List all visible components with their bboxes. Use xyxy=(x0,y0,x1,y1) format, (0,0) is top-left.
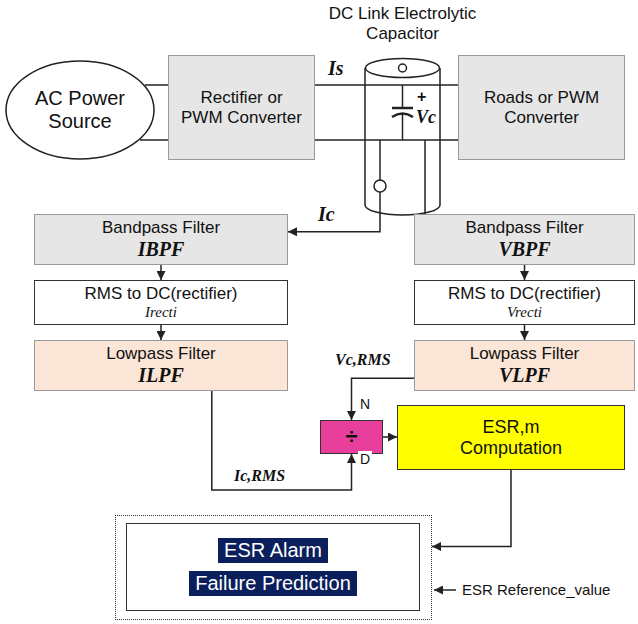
capacitor-part xyxy=(402,114,404,140)
divider-box: ÷ xyxy=(320,420,383,454)
capacitor-part xyxy=(424,140,426,213)
box-text: Failure Prediction xyxy=(189,571,357,596)
capacitor-part xyxy=(402,85,404,108)
source-ellipse: AC Power Source xyxy=(5,60,155,160)
box-text: AC Power Source xyxy=(20,87,140,133)
box-text: Bandpass Filter xyxy=(465,218,583,238)
box-text: ESR,m Computation xyxy=(456,417,566,458)
signal-connector xyxy=(160,265,162,280)
signal-label: Ic,RMS xyxy=(232,467,287,485)
converter-box: Rectifier or PWM Converter xyxy=(168,55,315,160)
signal-connector xyxy=(145,84,168,86)
signal-connector xyxy=(440,84,458,86)
filter-box: Lowpass FilterILPF xyxy=(34,340,288,391)
box-text: RMS to DC(rectifier) xyxy=(448,284,601,304)
box-text: Bandpass Filter xyxy=(102,218,220,238)
filter-box: Bandpass FilterIBPF xyxy=(34,214,288,265)
polarity-mark: + xyxy=(415,88,428,106)
signal-label: Vc,RMS xyxy=(333,351,393,369)
heading-text: DC Link Electrolytic Capacitor xyxy=(320,4,485,43)
port-label: N xyxy=(358,396,372,412)
signal-connector xyxy=(160,325,162,340)
port-label: D xyxy=(358,451,372,467)
capacitor-outline xyxy=(365,58,440,215)
source-outline xyxy=(6,61,154,159)
capacitor-part xyxy=(379,192,381,213)
alarm-box: ESR AlarmFailure Prediction xyxy=(126,523,420,611)
box-text: RMS to DC(rectifier) xyxy=(84,284,237,304)
capacitor-top xyxy=(366,59,440,78)
capacitor-part xyxy=(365,68,440,215)
converter-box: Roads or PWM Converter xyxy=(458,55,625,160)
signal-connector xyxy=(383,436,397,438)
alarm-frame: ESR AlarmFailure Prediction xyxy=(115,515,432,620)
box-text: IBPF xyxy=(138,238,185,261)
box-text: Lowpass Filter xyxy=(470,344,580,364)
dc-wire xyxy=(315,139,365,141)
capacitor-cylinder: DC Link Electrolytic Capacitor xyxy=(365,58,440,215)
box-text: ILPF xyxy=(138,364,184,387)
signal-connector xyxy=(432,470,511,547)
signal-label: Ic xyxy=(316,203,337,226)
box-text: Irecti xyxy=(145,304,177,321)
filter-box: Bandpass FilterVBPF xyxy=(414,214,635,265)
box-text: VLPF xyxy=(499,364,550,387)
signal-label: Is xyxy=(326,57,346,80)
capacitor-part xyxy=(392,107,413,110)
capacitor-part xyxy=(365,139,440,141)
signal-name: Vc xyxy=(414,107,438,128)
box-text: Rectifier or PWM Converter xyxy=(180,88,304,127)
power-wire xyxy=(140,139,168,141)
current-sensor xyxy=(374,180,386,192)
box-text: ESR Alarm xyxy=(218,538,328,563)
vent-mark xyxy=(399,64,407,72)
computation-box: ESR,m Computation xyxy=(397,405,625,470)
signal-connector xyxy=(315,84,365,86)
filter-box: Lowpass FilterVLPF xyxy=(414,340,635,391)
capacitor-part xyxy=(379,140,381,180)
reference-arrow xyxy=(434,589,456,591)
box-text: Lowpass Filter xyxy=(106,344,216,364)
rectifier-box: RMS to DC(rectifier)Vrecti xyxy=(414,280,635,325)
dc-wire xyxy=(440,139,458,141)
box-text: VBPF xyxy=(498,238,550,261)
box-text: ÷ xyxy=(345,424,357,449)
box-text: Vrecti xyxy=(507,304,542,321)
signal-connector xyxy=(524,265,526,280)
box-text: Roads or PWM Converter xyxy=(480,88,604,127)
signal-connector xyxy=(524,325,526,340)
rectifier-box: RMS to DC(rectifier)Irecti xyxy=(34,280,288,325)
reference-label: ESR Reference_value xyxy=(460,581,612,598)
